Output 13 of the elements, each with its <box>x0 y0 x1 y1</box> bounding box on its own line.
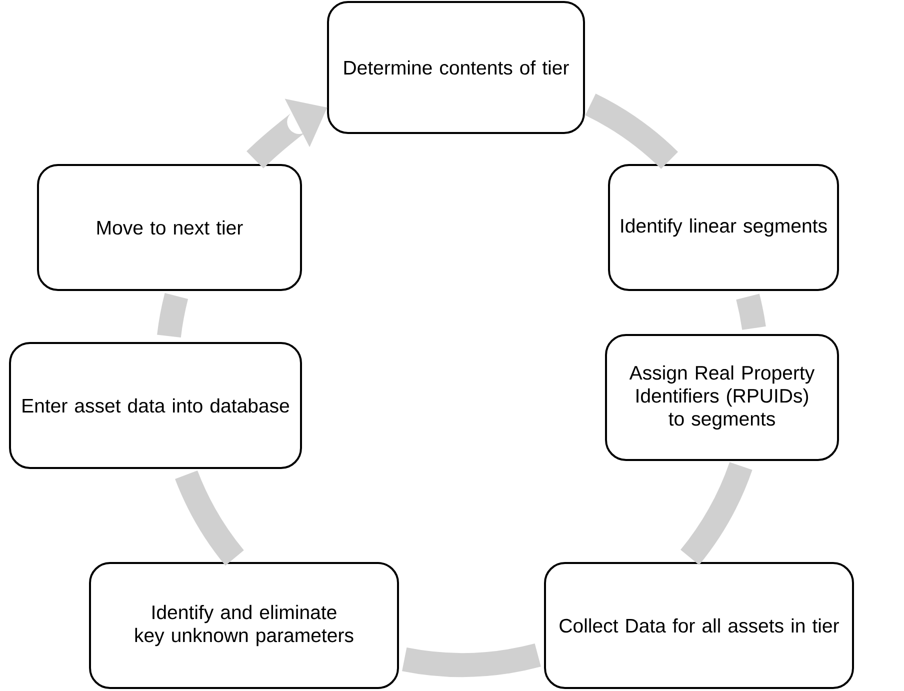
process-box: Identify linear segments <box>608 164 839 291</box>
cycle-band <box>736 294 766 330</box>
cycle-band <box>175 470 244 566</box>
cycle-band <box>585 94 678 169</box>
process-box: Collect Data for all assets in tier <box>544 562 854 689</box>
cycle-band <box>680 462 752 565</box>
process-box: Assign Real Property Identifiers (RPUIDs) to segments <box>605 334 839 461</box>
process-box: Enter asset data into database <box>9 342 302 469</box>
cycle-band <box>157 293 188 338</box>
process-box: Identify and eliminate key unknown parameters <box>89 562 399 689</box>
cycle-band <box>402 643 541 677</box>
process-box: Determine contents of tier <box>327 1 585 134</box>
process-box: Move to next tier <box>37 164 302 291</box>
